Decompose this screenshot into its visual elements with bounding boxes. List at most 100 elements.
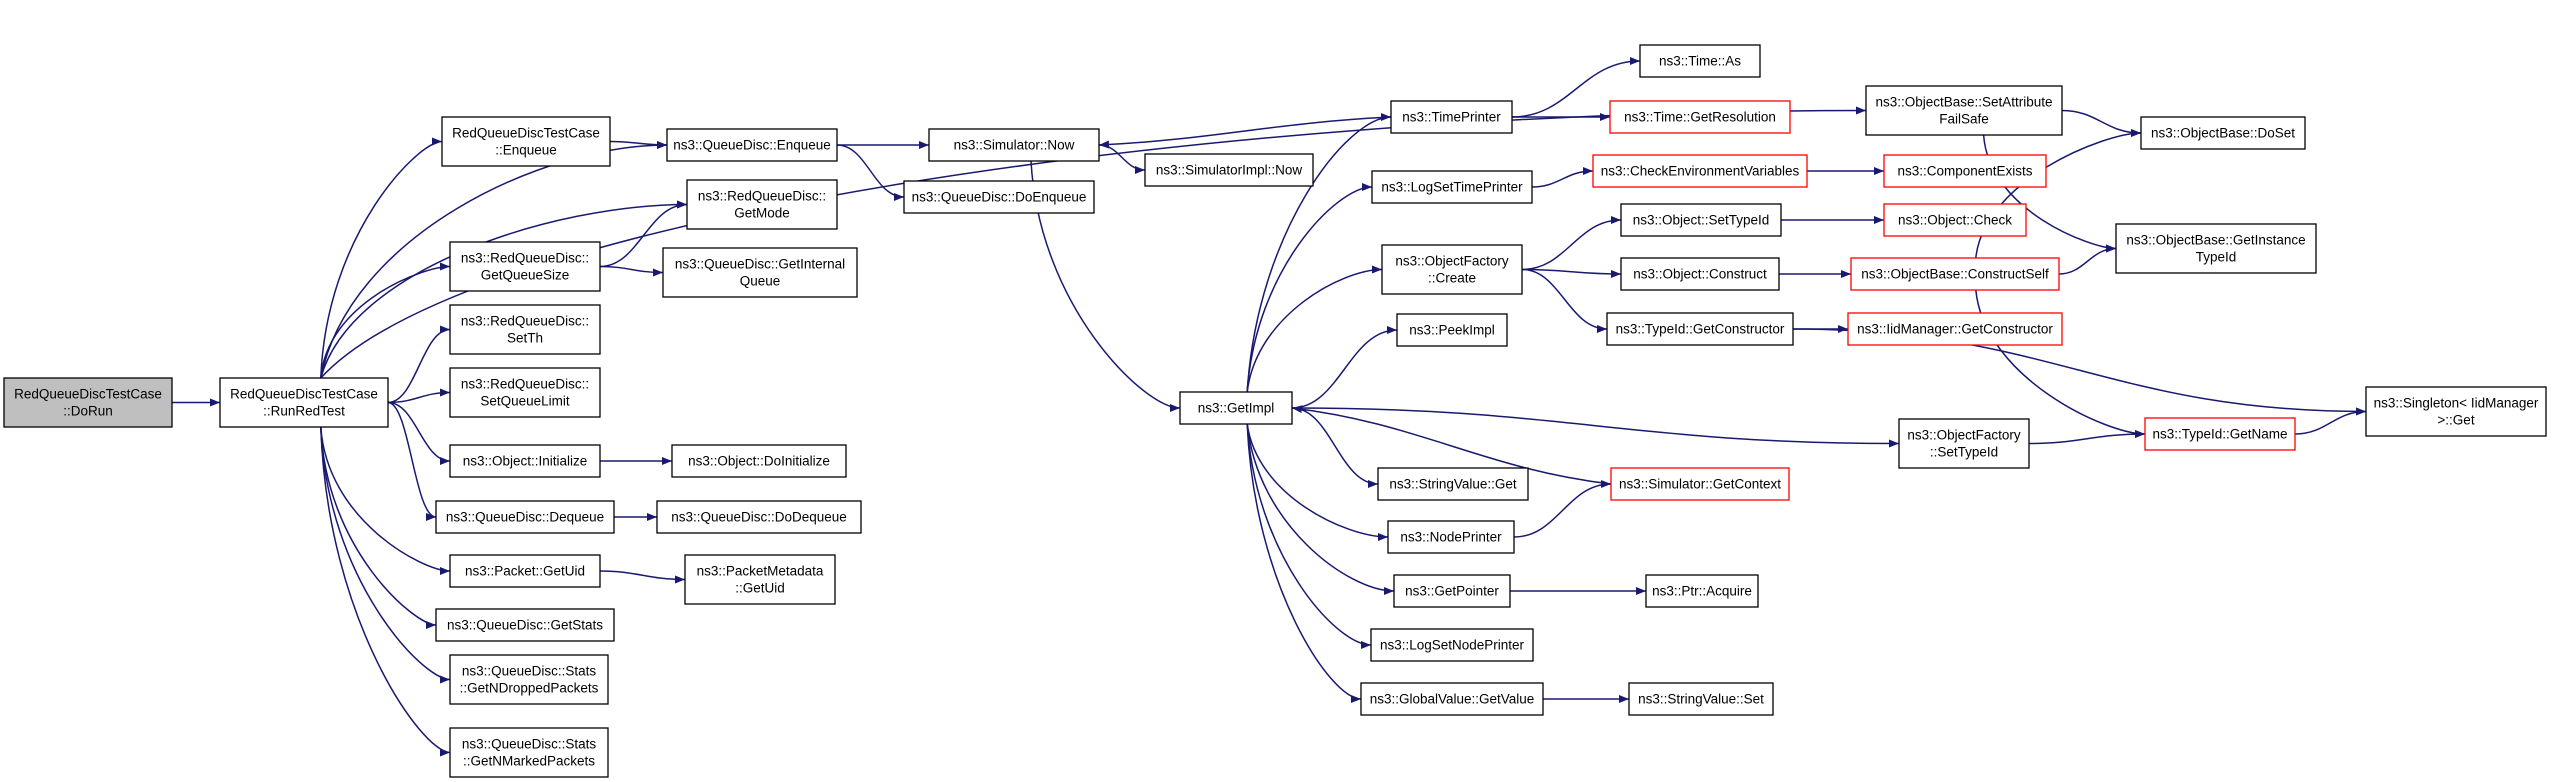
edge-ns3-objectfactory-create-to-ns3-object-settypeid: [1521, 216, 1622, 271]
graph-node-ns3-peekimpl[interactable]: ns3::PeekImpl: [1396, 313, 1508, 347]
node-box: [1144, 153, 1314, 187]
node-label: GetMode: [734, 206, 790, 221]
graph-node-ns3-typeid-getconstructor[interactable]: ns3::TypeId::GetConstructor: [1606, 312, 1794, 346]
graph-node-ns3-simulator-now[interactable]: ns3::Simulator::Now: [928, 128, 1100, 162]
edge-ns3-logsettimeprinter-to-ns3-checkenvironmentvariables: [1531, 167, 1594, 188]
node-box: [1387, 520, 1515, 554]
graph-node-ns3-queuedisc-doenqueue[interactable]: ns3::QueueDisc::DoEnqueue: [903, 180, 1095, 214]
edge-redqueuedisctestcase-runredtest-to-ns3-object-initialize: [387, 401, 451, 465]
node-label: ns3::PacketMetadata: [697, 564, 824, 579]
graph-node-ns3-objectfactory-create[interactable]: ns3::ObjectFactory::Create: [1381, 244, 1523, 295]
graph-node-ns3-queuedisc-dequeue[interactable]: ns3::QueueDisc::Dequeue: [435, 500, 615, 534]
node-label: ns3::ObjectBase::SetAttribute: [1875, 95, 2052, 110]
graph-node-redqueuedisctestcase-runredtest[interactable]: RedQueueDiscTestCase::RunRedTest: [219, 377, 389, 428]
node-box: [1898, 418, 2030, 469]
graph-node-ns3-object-check[interactable]: ns3::Object::Check: [1883, 203, 2027, 237]
node-box: [1377, 467, 1529, 501]
edge-ns3-objectfactory-create-to-ns3-typeid-getconstructor: [1521, 268, 1608, 333]
node-box: [449, 304, 601, 355]
graph-node-ns3-queuedisc-dodequeue[interactable]: ns3::QueueDisc::DoDequeue: [656, 500, 862, 534]
graph-node-ns3-iidmanager-getconstructor[interactable]: ns3::IidManager::GetConstructor: [1847, 312, 2063, 346]
graph-node-ns3-object-construct[interactable]: ns3::Object::Construct: [1620, 257, 1780, 291]
graph-node-ns3-objectfactory-settypeid[interactable]: ns3::ObjectFactory::SetTypeId: [1898, 418, 2030, 469]
graph-node-ns3-typeid-getname[interactable]: ns3::TypeId::GetName: [2144, 417, 2296, 451]
node-box: [1883, 154, 2047, 188]
edge-ns3-simulator-getcontext-to-ns3-getimpl: [1291, 405, 1612, 485]
graph-node-ns3-queuedisc-stats-getndroppedpackets[interactable]: ns3::QueueDisc::Stats::GetNDroppedPacket…: [449, 654, 609, 705]
graph-node-ns3-redqueuedisc-setqueuelimit[interactable]: ns3::RedQueueDisc::SetQueueLimit: [449, 367, 601, 418]
graph-node-ns3-timeprinter[interactable]: ns3::TimePrinter: [1390, 100, 1513, 134]
graph-node-ns3-redqueuedisc-setth[interactable]: ns3::RedQueueDisc::SetTh: [449, 304, 601, 355]
graph-node-ns3-globalvalue-getvalue[interactable]: ns3::GlobalValue::GetValue: [1360, 682, 1544, 716]
node-label: ns3::QueueDisc::Enqueue: [673, 138, 831, 153]
node-label: ns3::RedQueueDisc::: [461, 314, 589, 329]
graph-node-ns3-queuedisc-enqueue[interactable]: ns3::QueueDisc::Enqueue: [666, 128, 838, 162]
edge-ns3-redqueuedisc-getqueuesize-to-ns3-queuedisc-getinternalqueue: [599, 265, 664, 277]
node-label: ns3::TypeId::GetConstructor: [1616, 322, 1785, 337]
graph-node-ns3-packet-getuid[interactable]: ns3::Packet::GetUid: [449, 554, 601, 588]
node-label: ns3::CheckEnvironmentVariables: [1601, 164, 1800, 179]
edge-ns3-getimpl-to-ns3-objectfactory-settypeid: [1291, 407, 1900, 448]
node-label: GetQueueSize: [481, 268, 570, 283]
graph-node-ns3-queuedisc-stats-getnmarkedpackets[interactable]: ns3::QueueDisc::Stats::GetNMarkedPackets: [449, 727, 609, 778]
node-box: [1620, 257, 1780, 291]
edge-ns3-getimpl-to-ns3-objectfactory-create: [1246, 265, 1383, 393]
node-label: ns3::Time::GetResolution: [1624, 110, 1776, 125]
node-label: ns3::ObjectFactory: [1395, 254, 1509, 269]
graph-node-ns3-simulator-getcontext[interactable]: ns3::Simulator::GetContext: [1610, 467, 1790, 501]
edge-redqueuedisctestcase-runredtest-to-ns3-redqueuedisc-getqueuesize: [320, 262, 451, 379]
graph-node-ns3-getpointer[interactable]: ns3::GetPointer: [1393, 574, 1511, 608]
graph-node-ns3-singleton-iidmanager-get[interactable]: ns3::Singleton< IidManager >::Get: [2365, 386, 2547, 437]
node-label: ::DoRun: [63, 404, 113, 419]
node-box: [449, 554, 601, 588]
node-label: FailSafe: [1939, 112, 1989, 127]
node-label: ::GetNMarkedPackets: [463, 754, 595, 769]
graph-node-ns3-objectbase-constructself[interactable]: ns3::ObjectBase::ConstructSelf: [1850, 257, 2060, 291]
graph-node-ns3-logsetnodeprinter[interactable]: ns3::LogSetNodePrinter: [1370, 628, 1534, 662]
edge-ns3-objectfactory-settypeid-to-ns3-typeid-getname: [2028, 430, 2146, 445]
edge-redqueuedisctestcase-runredtest-to-ns3-queuedisc-stats-getnmarkedpackets: [320, 426, 451, 757]
graph-node-ns3-stringvalue-set[interactable]: ns3::StringValue::Set: [1628, 682, 1774, 716]
graph-node-ns3-stringvalue-get[interactable]: ns3::StringValue::Get: [1377, 467, 1529, 501]
graph-node-ns3-simulatorimpl-now[interactable]: ns3::SimulatorImpl::Now: [1144, 153, 1314, 187]
graph-node-ns3-componentexists[interactable]: ns3::ComponentExists: [1883, 154, 2047, 188]
node-label: ns3::RedQueueDisc::: [461, 377, 589, 392]
edge-ns3-getimpl-to-ns3-getpointer: [1246, 423, 1395, 595]
graph-node-ns3-time-as[interactable]: ns3::Time::As: [1639, 44, 1761, 78]
graph-node-ns3-nodeprinter[interactable]: ns3::NodePrinter: [1387, 520, 1515, 554]
graph-node-ns3-checkenvironmentvariables[interactable]: ns3::CheckEnvironmentVariables: [1592, 154, 1808, 188]
node-box: [1883, 203, 2027, 237]
edge-redqueuedisctestcase-runredtest-to-ns3-queuedisc-stats-getndroppedpackets: [320, 426, 451, 684]
edge-ns3-timeprinter-to-ns3-time-as: [1511, 57, 1641, 118]
edge-redqueuedisctestcase-runredtest-to-ns3-redqueuedisc-setqueuelimit: [387, 388, 451, 404]
graph-node-ns3-object-settypeid[interactable]: ns3::Object::SetTypeId: [1620, 203, 1782, 237]
edge-redqueuedisctestcase-enqueue-to-ns3-queuedisc-enqueue: [609, 140, 668, 149]
graph-node-ns3-objectbase-doset[interactable]: ns3::ObjectBase::DoSet: [2140, 116, 2306, 150]
graph-node-ns3-time-getresolution[interactable]: ns3::Time::GetResolution: [1609, 100, 1791, 134]
edge-ns3-objectbase-constructself-to-ns3-typeid-getname: [1975, 289, 2146, 438]
node-label: ns3::Simulator::GetContext: [1619, 477, 1781, 492]
graph-node-ns3-redqueuedisc-getmode[interactable]: ns3::RedQueueDisc::GetMode: [686, 179, 838, 230]
graph-node-ns3-redqueuedisc-getqueuesize[interactable]: ns3::RedQueueDisc::GetQueueSize: [449, 241, 601, 292]
graph-node-ns3-packetmetadata-getuid[interactable]: ns3::PacketMetadata::GetUid: [684, 554, 836, 605]
graph-node-ns3-ptr-acquire[interactable]: ns3::Ptr::Acquire: [1645, 574, 1759, 608]
graph-node-ns3-logsettimeprinter[interactable]: ns3::LogSetTimePrinter: [1371, 170, 1533, 204]
edge-redqueuedisctestcase-runredtest-to-ns3-packet-getuid: [320, 426, 451, 575]
node-label: ns3::Ptr::Acquire: [1652, 584, 1752, 599]
graph-node-ns3-object-doinitialize[interactable]: ns3::Object::DoInitialize: [671, 444, 847, 478]
node-label: ns3::TimePrinter: [1402, 110, 1501, 125]
graph-node-ns3-queuedisc-getstats[interactable]: ns3::QueueDisc::GetStats: [435, 608, 615, 642]
node-label: ns3::Simulator::Now: [954, 138, 1075, 153]
edge-ns3-queuedisc-enqueue-to-ns3-queuedisc-doenqueue: [836, 144, 905, 201]
graph-node-ns3-object-initialize[interactable]: ns3::Object::Initialize: [449, 444, 601, 478]
node-label: ns3::IidManager::GetConstructor: [1857, 322, 2053, 337]
node-label: ns3::Singleton< IidManager: [2374, 396, 2539, 411]
node-box: [1850, 257, 2060, 291]
graph-node-redqueuedisctestcase-enqueue[interactable]: RedQueueDiscTestCase::Enqueue: [441, 116, 611, 167]
node-box: [1609, 100, 1791, 134]
graph-node-ns3-getimpl[interactable]: ns3::GetImpl: [1179, 391, 1293, 425]
node-box: [1639, 44, 1761, 78]
